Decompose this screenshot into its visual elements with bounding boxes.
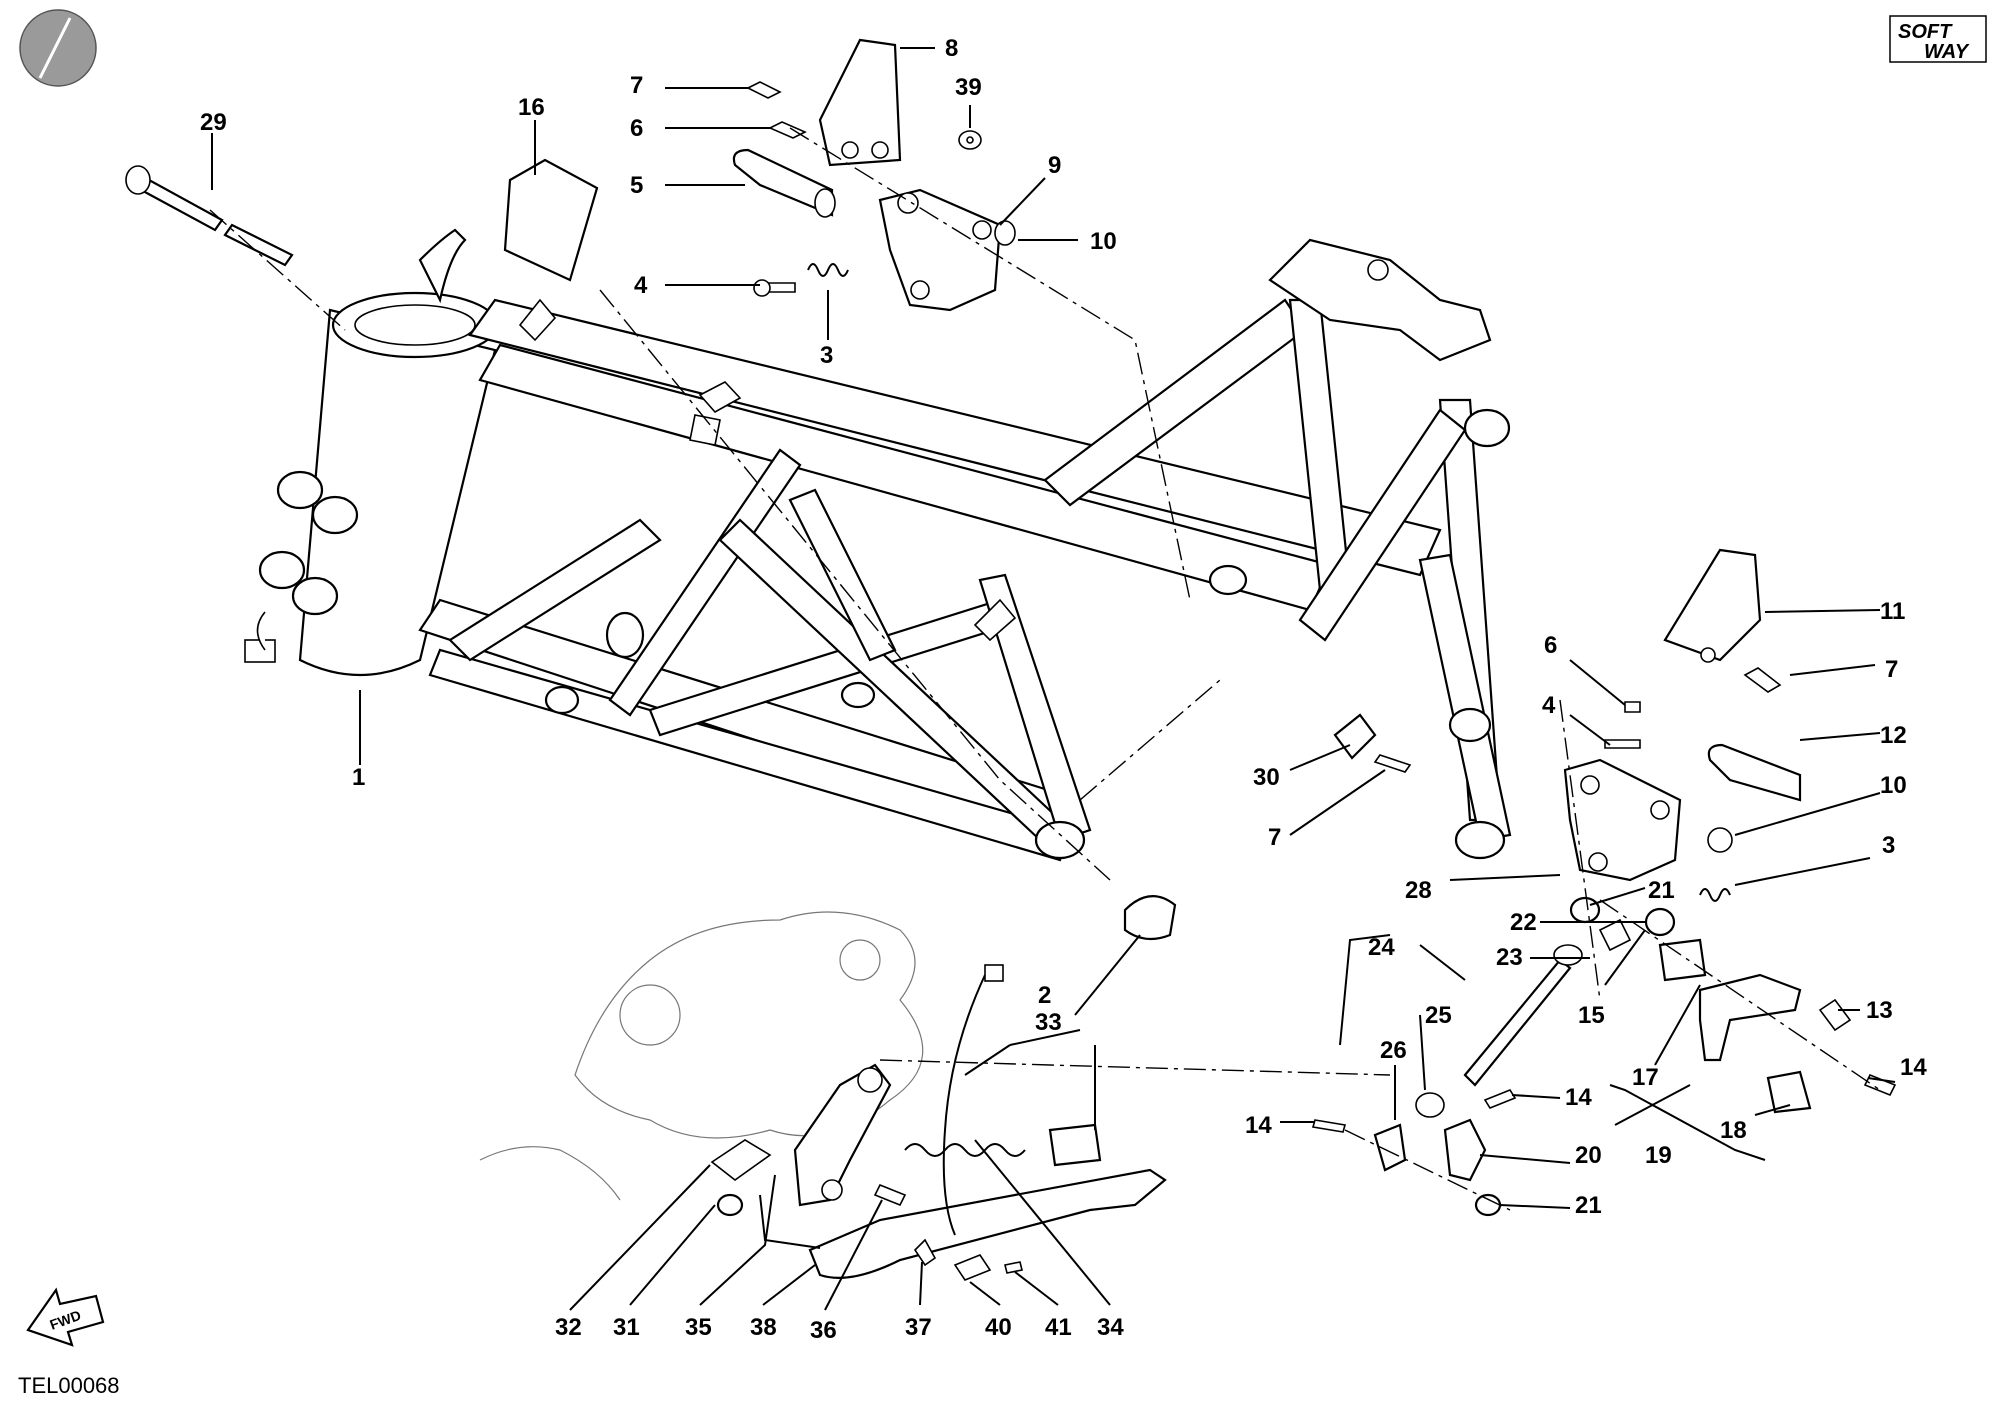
part-label-31: 31 xyxy=(613,1314,640,1341)
part-label-4a: 4 xyxy=(634,272,648,299)
part-label-37: 37 xyxy=(905,1314,932,1341)
part-label-32: 32 xyxy=(555,1314,582,1341)
part-label-23: 23 xyxy=(1496,944,1523,971)
part-label-3a: 3 xyxy=(820,342,833,369)
part-label-13: 13 xyxy=(1866,997,1893,1024)
part-label-6a: 6 xyxy=(630,115,643,142)
part-label-11: 11 xyxy=(1880,598,1905,625)
part-label-30: 30 xyxy=(1253,764,1280,791)
part-label-40: 40 xyxy=(985,1314,1012,1341)
side-stand-assembly xyxy=(710,964,1167,1281)
part-label-14c: 14 xyxy=(1245,1112,1272,1139)
part-label-4b: 4 xyxy=(1542,692,1556,719)
part-label-16: 16 xyxy=(518,94,545,121)
part-label-21b: 21 xyxy=(1575,1192,1602,1219)
part-label-38: 38 xyxy=(750,1314,777,1341)
part-label-5: 5 xyxy=(630,172,643,199)
part-label-36: 36 xyxy=(810,1317,837,1344)
assembly-axis-lines xyxy=(209,127,1881,1211)
part-label-15: 15 xyxy=(1578,1002,1605,1029)
callout-leaders xyxy=(211,47,1896,1311)
part-label-18: 18 xyxy=(1720,1117,1747,1144)
logo-line-2: WAY xyxy=(1924,41,1970,63)
part-label-41: 41 xyxy=(1045,1314,1072,1341)
part-label-17: 17 xyxy=(1632,1064,1659,1091)
part-label-1: 1 xyxy=(352,764,365,791)
rear-footrest-assembly xyxy=(1123,548,1897,1217)
part-label-6b: 6 xyxy=(1544,632,1557,659)
part-label-3b: 3 xyxy=(1882,832,1895,859)
part-label-14b: 14 xyxy=(1565,1084,1592,1111)
part-label-14a: 14 xyxy=(1900,1054,1927,1081)
part-label-10b: 10 xyxy=(1880,772,1907,799)
forward-arrow-icon: FWD xyxy=(26,1287,105,1347)
part-label-21a: 21 xyxy=(1648,877,1675,904)
part-label-8: 8 xyxy=(945,35,958,62)
part-label-20: 20 xyxy=(1575,1142,1602,1169)
part-label-25: 25 xyxy=(1425,1002,1452,1029)
front-footrest-assembly xyxy=(125,38,1016,312)
engine-outline xyxy=(479,911,924,1201)
part-label-34: 34 xyxy=(1097,1314,1124,1341)
part-label-39: 39 xyxy=(955,74,982,101)
part-label-7c: 7 xyxy=(1268,824,1281,851)
part-label-2: 2 xyxy=(1038,982,1051,1009)
part-label-29: 29 xyxy=(200,109,227,136)
part-label-12: 12 xyxy=(1880,722,1907,749)
part-label-28: 28 xyxy=(1405,877,1432,904)
softway-logo: SOFT WAY xyxy=(1889,15,1987,63)
part-label-33: 33 xyxy=(1035,1009,1062,1036)
part-label-26: 26 xyxy=(1380,1037,1407,1064)
part-label-7a: 7 xyxy=(630,72,643,99)
part-number-labels: 1 2 3 3 4 4 5 6 6 7 7 7 8 9 10 10 11 12 … xyxy=(200,35,1927,1344)
part-label-10a: 10 xyxy=(1090,228,1117,255)
main-frame xyxy=(244,228,1512,862)
part-label-24: 24 xyxy=(1368,934,1395,961)
part-label-19: 19 xyxy=(1645,1142,1672,1169)
drawing-code: TEL00068 xyxy=(18,1373,120,1398)
logo-line-1: SOFT xyxy=(1898,21,1953,43)
part-label-7b: 7 xyxy=(1885,656,1898,683)
part-label-35: 35 xyxy=(685,1314,712,1341)
part-label-9: 9 xyxy=(1048,152,1061,179)
brand-badge-icon xyxy=(19,9,97,87)
part-label-22: 22 xyxy=(1510,909,1537,936)
